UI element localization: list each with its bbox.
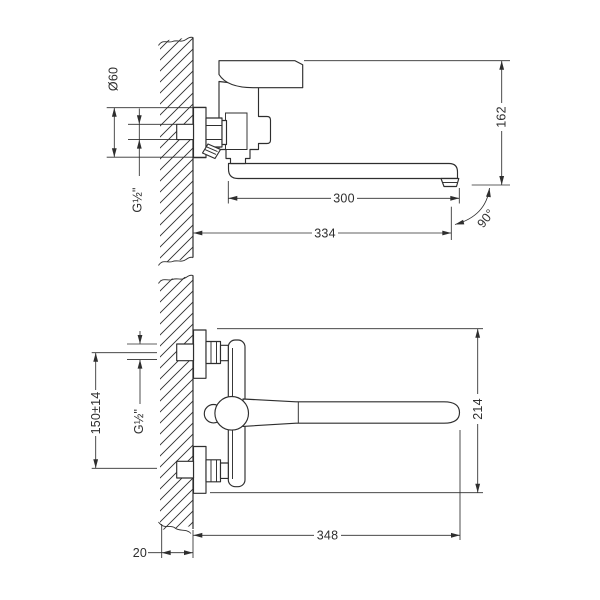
mixer-body (218, 80, 272, 165)
supply-stub-top (176, 343, 195, 362)
wall-hatch-lower (160, 276, 193, 530)
wall-flange-top (192, 329, 207, 379)
faucet-side-view (176, 60, 460, 188)
supply-stub-bottom (176, 460, 195, 479)
handle-lever (218, 60, 304, 89)
dimension-overall-depth-214: 214 (210, 328, 485, 494)
wall-hatch-upper (160, 37, 193, 263)
nut-facet-lines (206, 125, 222, 140)
dim-label-inlet-thread-plan: G½" (132, 409, 146, 434)
dim-label-overall-length: 348 (317, 529, 338, 543)
dimension-height-162: 162 (304, 60, 510, 186)
wall-break-line (158, 36, 194, 46)
eccentric-tail (201, 143, 222, 160)
dimension-overall-length-348: 348 (193, 430, 461, 543)
wall-break-line (158, 521, 192, 534)
washer-bottom (219, 462, 229, 479)
dim-label-swivel-angle: 90° (474, 207, 497, 231)
spout-plan (242, 398, 461, 427)
dimension-flange-diameter: Ø60 (107, 67, 206, 158)
eccentric-thread-lines (204, 146, 218, 155)
faucet-plan-view (176, 329, 461, 494)
supply-stub (176, 123, 195, 141)
spout (227, 162, 459, 180)
washer (221, 119, 228, 146)
valve-head (214, 395, 250, 431)
dim-label-height: 162 (495, 106, 509, 127)
wall-break-line (158, 274, 194, 284)
dimension-wall-thickness-20: 20 (133, 524, 194, 560)
dimension-inlet-spacing-150: 150±14 (89, 352, 157, 469)
connection-nut (205, 117, 223, 148)
dim-label-overall-depth: 214 (471, 398, 485, 419)
connection-nut-top (205, 340, 222, 365)
dim-label-flange-diameter: Ø60 (107, 67, 121, 91)
dimension-total-reach-334: 334 (193, 206, 452, 240)
dim-label-wall-thickness: 20 (133, 546, 147, 560)
nut-facet-lines (210, 341, 217, 364)
connection-nut-bottom (205, 459, 222, 483)
dimension-spout-reach-300: 300 (227, 181, 460, 206)
wall-flange-bottom (192, 445, 207, 494)
washer-top (219, 344, 229, 362)
nut-facet-lines (210, 459, 217, 482)
wall-section-upper (158, 36, 194, 266)
dim-label-inlet-spacing: 150±14 (89, 392, 103, 435)
dimension-swivel-angle-90: 90° (454, 187, 498, 231)
dimension-inlet-thread-side: G½" (128, 108, 177, 213)
dim-label-inlet-thread-side: G½" (131, 187, 145, 212)
dim-label-total-reach: 334 (314, 226, 335, 240)
dimension-inlet-thread-plan: G½" (127, 331, 157, 434)
dim-label-spout-reach: 300 (333, 192, 354, 206)
wall-section-lower (158, 274, 194, 534)
wall-break-line (158, 256, 194, 266)
